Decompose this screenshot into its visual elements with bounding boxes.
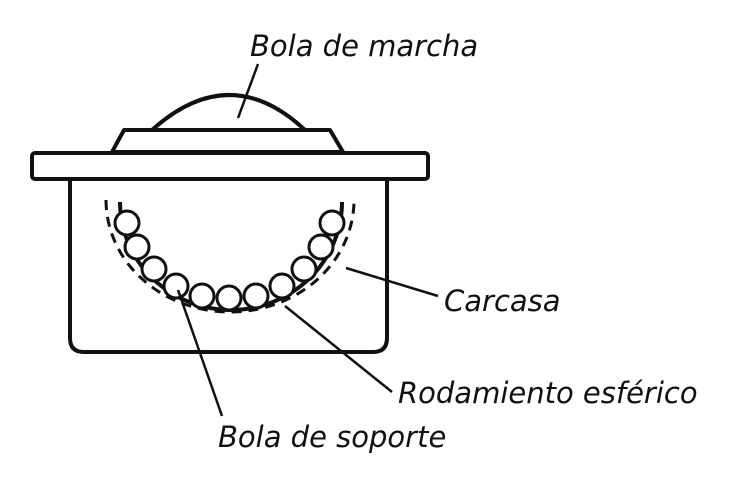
support-ball (140, 255, 168, 283)
support-ball (188, 282, 216, 310)
leader-ball-bearing (284, 305, 393, 393)
housing-body (68, 179, 389, 354)
label-ball-bearing: Rodamiento esférico (398, 376, 698, 410)
running-ball (150, 93, 307, 132)
label-housing: Carcasa (444, 284, 561, 318)
support-ball (113, 209, 141, 237)
flange (30, 151, 430, 181)
support-ball (162, 272, 190, 300)
label-running-ball: Bola de marcha (250, 29, 479, 63)
support-ball (242, 282, 270, 310)
support-ball (123, 233, 151, 261)
leader-housing (345, 266, 439, 298)
support-ball (318, 209, 346, 237)
support-ball (215, 284, 243, 312)
support-balls (113, 209, 346, 312)
support-ball (290, 255, 318, 283)
support-ball (268, 272, 296, 300)
top-collar (110, 128, 345, 154)
leader-running-ball (236, 63, 260, 119)
label-support-ball: Bola de soporte (218, 420, 447, 454)
support-ball (307, 233, 335, 261)
leader-support-ball (176, 289, 224, 417)
raceway-outer-dashed (104, 199, 356, 314)
